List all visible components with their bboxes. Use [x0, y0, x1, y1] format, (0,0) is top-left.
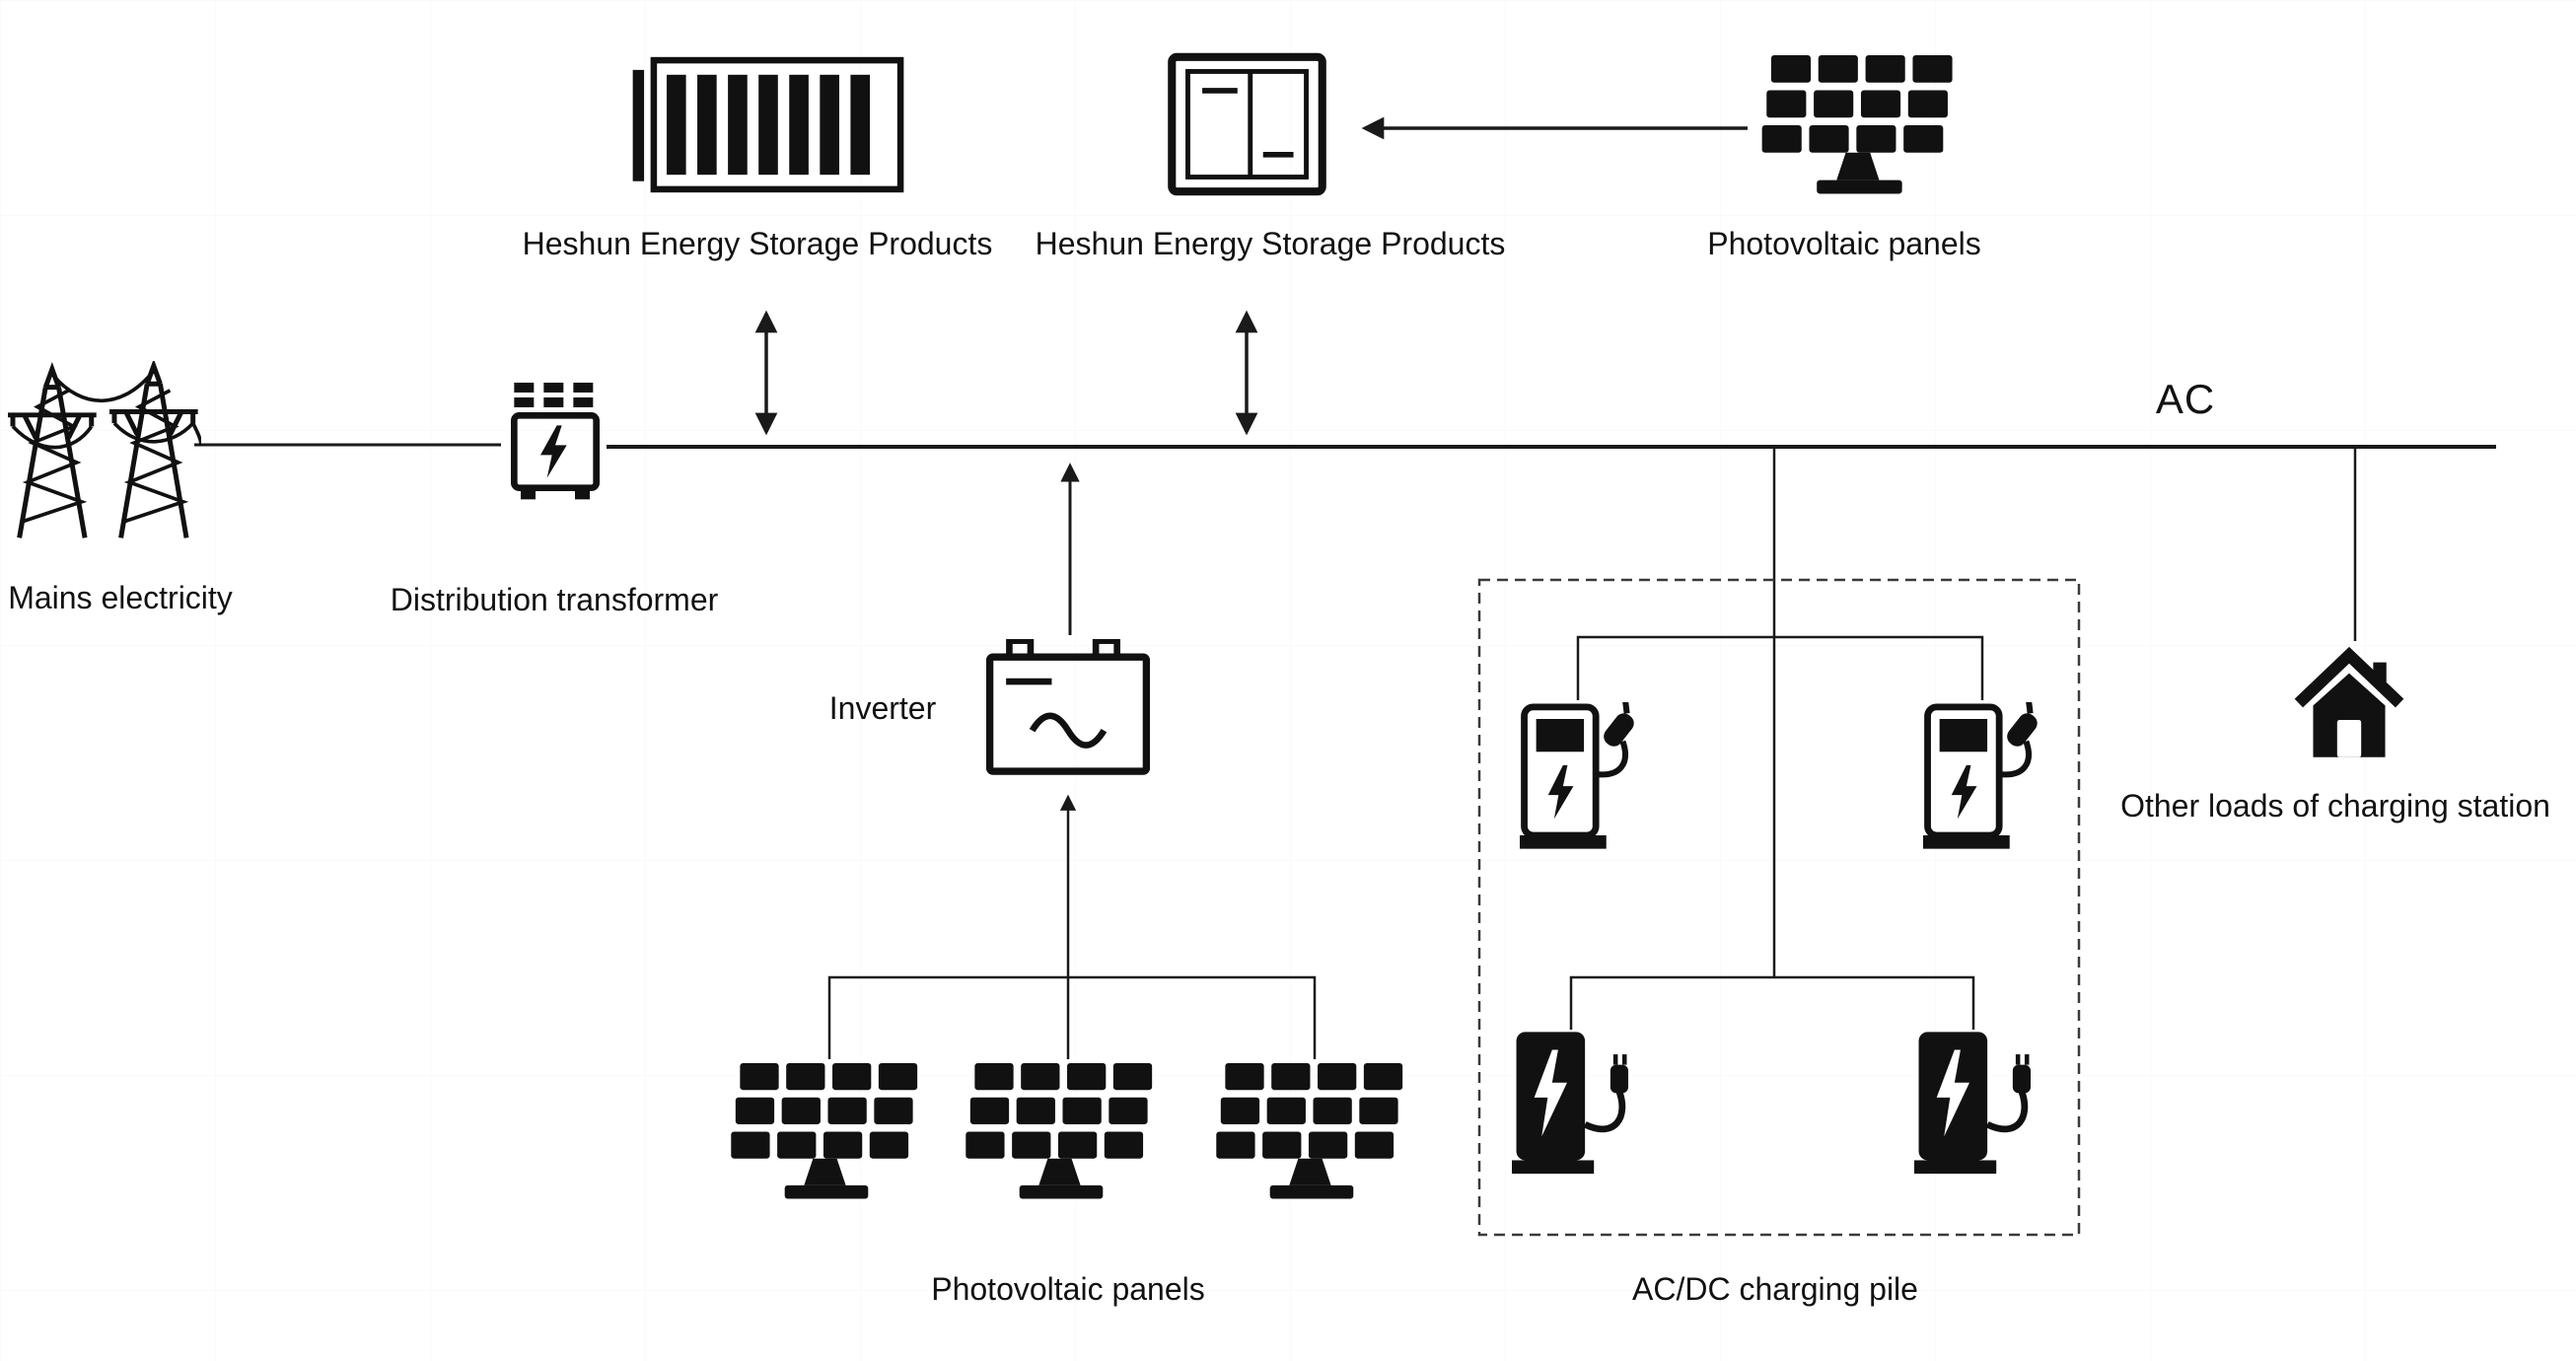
node-pv-bottom-1 [731, 1063, 928, 1200]
transformer-icon [511, 383, 600, 500]
node-mains-electricity [8, 358, 203, 544]
label-mains-electricity: Mains electricity [8, 580, 233, 615]
ev-charger-ac-icon [1520, 700, 1634, 849]
solar-panel-icon [1216, 1063, 1403, 1199]
node-ac-charger-1 [1520, 700, 1636, 852]
node-dc-charger-1 [1512, 1032, 1628, 1182]
solar-panel-icon [1761, 55, 1953, 194]
energy-storage-container-icon [632, 56, 904, 193]
ev-charger-dc-icon [1512, 1032, 1628, 1175]
label-pv-top: Photovoltaic panels [1707, 226, 1981, 261]
bracket-ac-piles [1576, 635, 1984, 700]
label-inverter: Inverter [828, 690, 937, 726]
ev-charger-dc-icon [1914, 1032, 2031, 1175]
solar-panel-icon [731, 1063, 918, 1199]
label-charging-pile: AC/DC charging pile [1632, 1271, 1918, 1307]
label-ac-bus: AC [2155, 376, 2216, 422]
bracket-pv-bottom [827, 975, 1317, 1059]
node-inverter [985, 637, 1151, 776]
label-other-loads: Other loads of charging station [2120, 788, 2550, 824]
ev-charger-ac-icon [1923, 700, 2038, 849]
solar-panel-icon [966, 1063, 1153, 1199]
transmission-towers-icon [8, 358, 203, 538]
node-dc-charger-2 [1914, 1032, 2031, 1182]
node-other-loads [2294, 643, 2404, 763]
label-storage-cabinet: Heshun Energy Storage Products [1035, 226, 1506, 261]
node-energy-storage-container [631, 55, 905, 194]
label-transformer: Distribution transformer [390, 582, 719, 617]
house-icon [2294, 646, 2404, 757]
label-storage-container: Heshun Energy Storage Products [522, 226, 993, 261]
inverter-icon [985, 637, 1151, 775]
node-transformer [501, 383, 609, 511]
node-pv-bottom-3 [1216, 1063, 1413, 1200]
node-pv-top [1761, 55, 1964, 195]
bracket-dc-piles [1569, 975, 1975, 1030]
node-pv-bottom-2 [966, 1063, 1163, 1200]
energy-storage-cabinet-icon [1168, 52, 1326, 196]
node-energy-storage-cabinet [1167, 52, 1327, 196]
label-pv-bottom: Photovoltaic panels [931, 1271, 1205, 1307]
node-ac-charger-2 [1923, 700, 2039, 852]
